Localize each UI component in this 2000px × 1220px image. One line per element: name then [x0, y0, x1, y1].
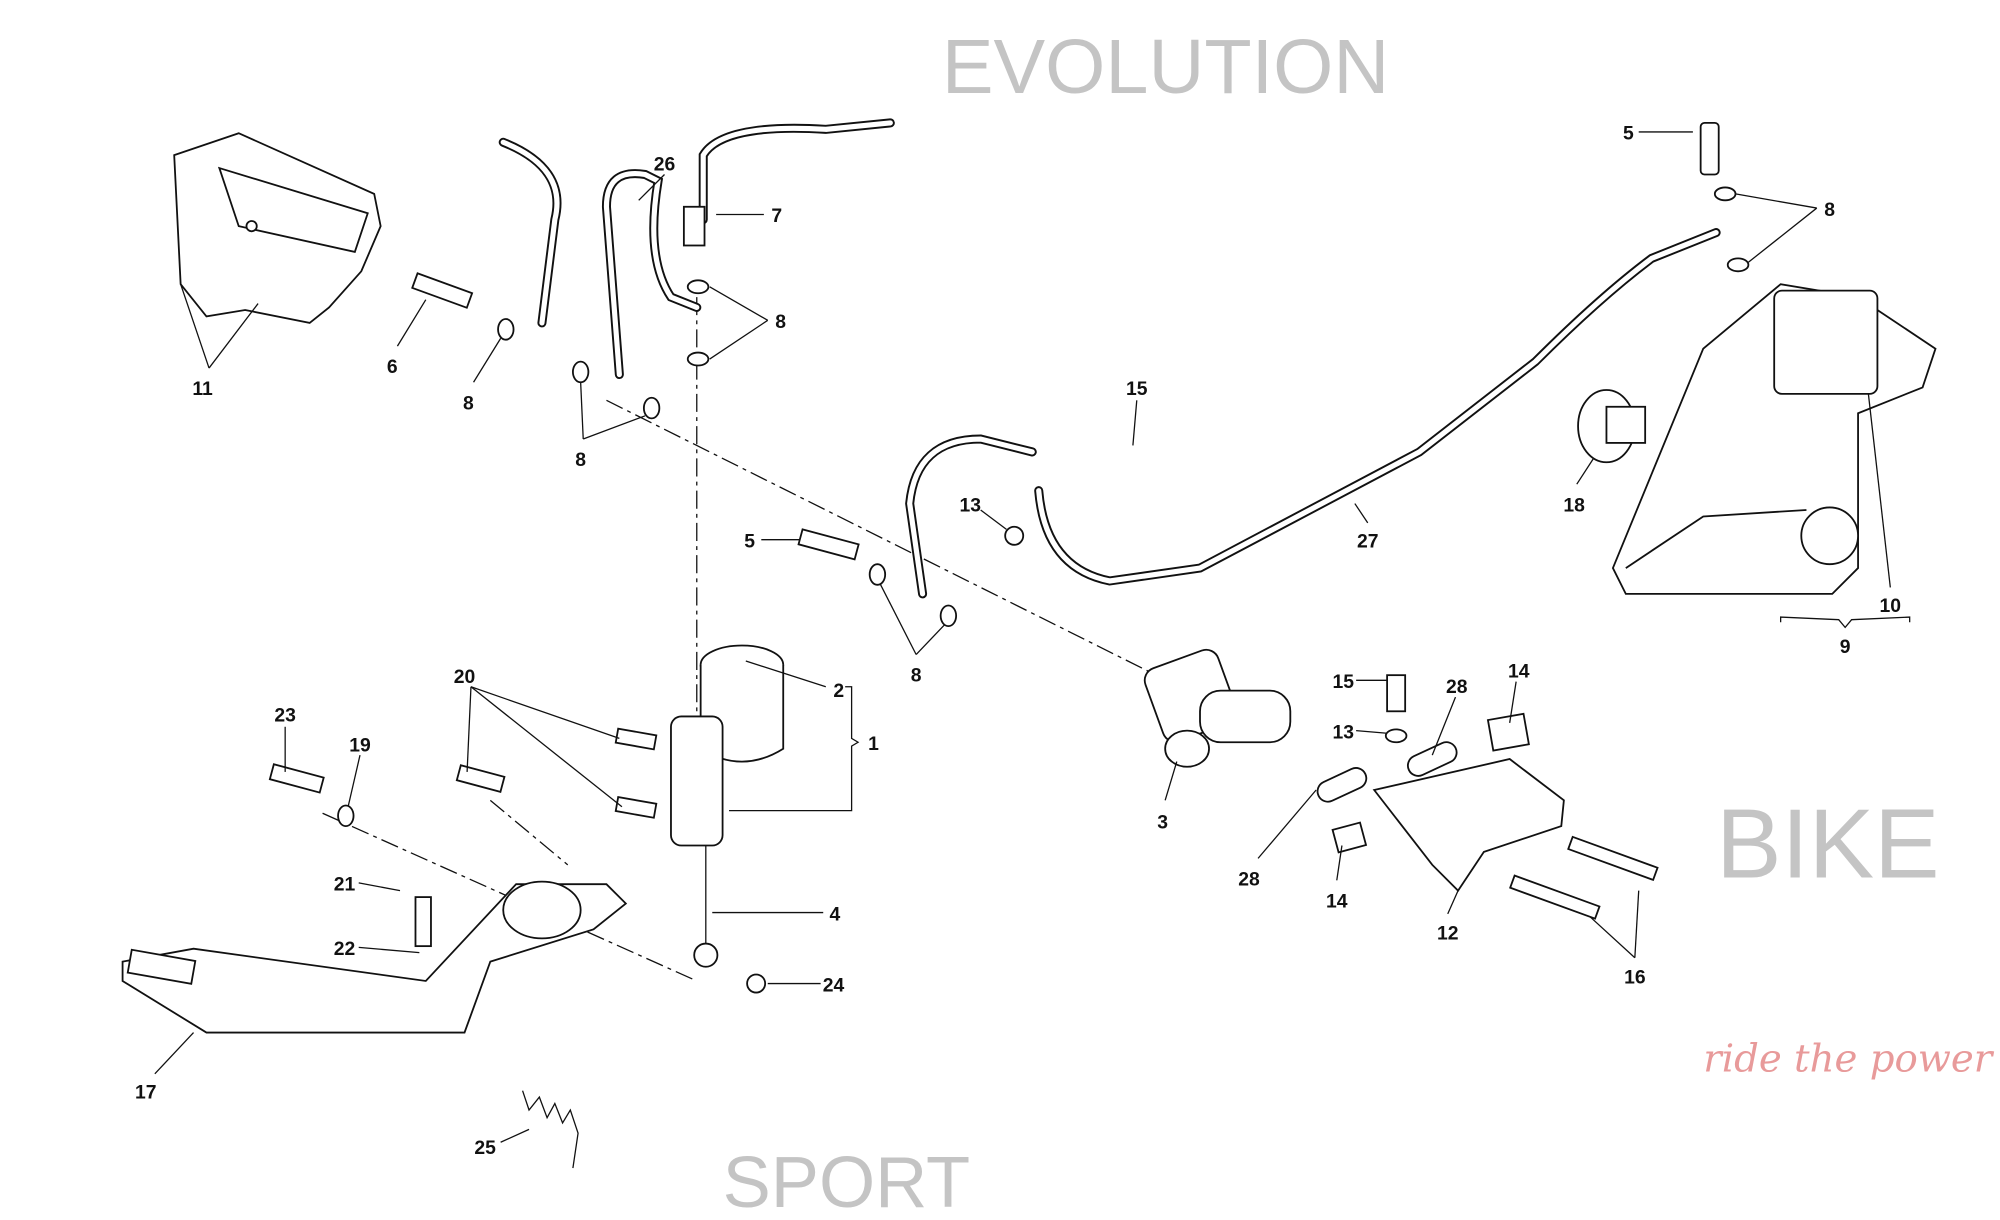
callout-8: 8 — [911, 665, 922, 687]
callout-15: 15 — [1126, 378, 1148, 400]
callout-14: 14 — [1326, 890, 1348, 912]
washers — [337, 186, 1750, 994]
callout-21: 21 — [334, 874, 356, 896]
callout-22: 22 — [334, 938, 356, 960]
callout-23: 23 — [274, 705, 296, 727]
callout-8: 8 — [775, 311, 786, 333]
callout-6: 6 — [387, 356, 398, 378]
master-cylinder — [670, 644, 785, 968]
callout-16: 16 — [1624, 967, 1646, 989]
callout-18: 18 — [1563, 494, 1585, 516]
callout-5: 5 — [744, 530, 755, 552]
callout-19: 19 — [349, 734, 371, 756]
bracket — [1316, 674, 1659, 920]
callout-12: 12 — [1437, 923, 1459, 945]
callout-10: 10 — [1880, 595, 1902, 617]
watermark-sport: SPORT — [723, 1143, 971, 1220]
callout-20: 20 — [454, 666, 476, 688]
callout-11: 11 — [192, 378, 213, 400]
callout-26: 26 — [654, 154, 676, 176]
assembly-axes — [322, 297, 1201, 982]
callout-28: 28 — [1238, 868, 1260, 890]
callout-14: 14 — [1508, 661, 1530, 683]
watermark-bike: BIKE — [1716, 789, 1939, 899]
callout-5: 5 — [1623, 123, 1634, 145]
callout-25: 25 — [474, 1137, 496, 1159]
callout-labels: 11 6 8 8 26 7 8 5 8 15 13 5 8 27 18 10 9… — [135, 123, 1901, 1159]
callout-2: 2 — [833, 680, 844, 702]
callout-28: 28 — [1446, 676, 1468, 698]
callout-17: 17 — [135, 1081, 157, 1103]
brake-hoses — [498, 118, 1721, 599]
callout-8: 8 — [575, 449, 586, 471]
watermark: EVOLUTION BIKE SPORT ride the power — [723, 24, 1995, 1220]
callout-1: 1 — [868, 733, 879, 755]
callout-8: 8 — [463, 392, 474, 414]
callout-15: 15 — [1332, 671, 1354, 693]
brake-pedal — [121, 727, 658, 1169]
watermark-tagline: ride the power — [1703, 1036, 1995, 1081]
callout-7: 7 — [771, 205, 782, 227]
callout-13: 13 — [960, 494, 982, 516]
callout-9: 9 — [1840, 636, 1851, 658]
heel-guard — [173, 132, 382, 324]
rear-caliper — [1577, 283, 1937, 595]
callout-8: 8 — [1824, 199, 1835, 221]
callout-27: 27 — [1357, 530, 1379, 552]
reservoir — [1143, 648, 1292, 768]
callout-3: 3 — [1157, 812, 1168, 834]
leader-lines — [154, 131, 1911, 1143]
callout-4: 4 — [829, 903, 840, 925]
banjo-bolts — [411, 121, 1720, 561]
callout-13: 13 — [1332, 721, 1354, 743]
callout-24: 24 — [823, 974, 845, 996]
watermark-evolution: EVOLUTION — [942, 24, 1389, 110]
